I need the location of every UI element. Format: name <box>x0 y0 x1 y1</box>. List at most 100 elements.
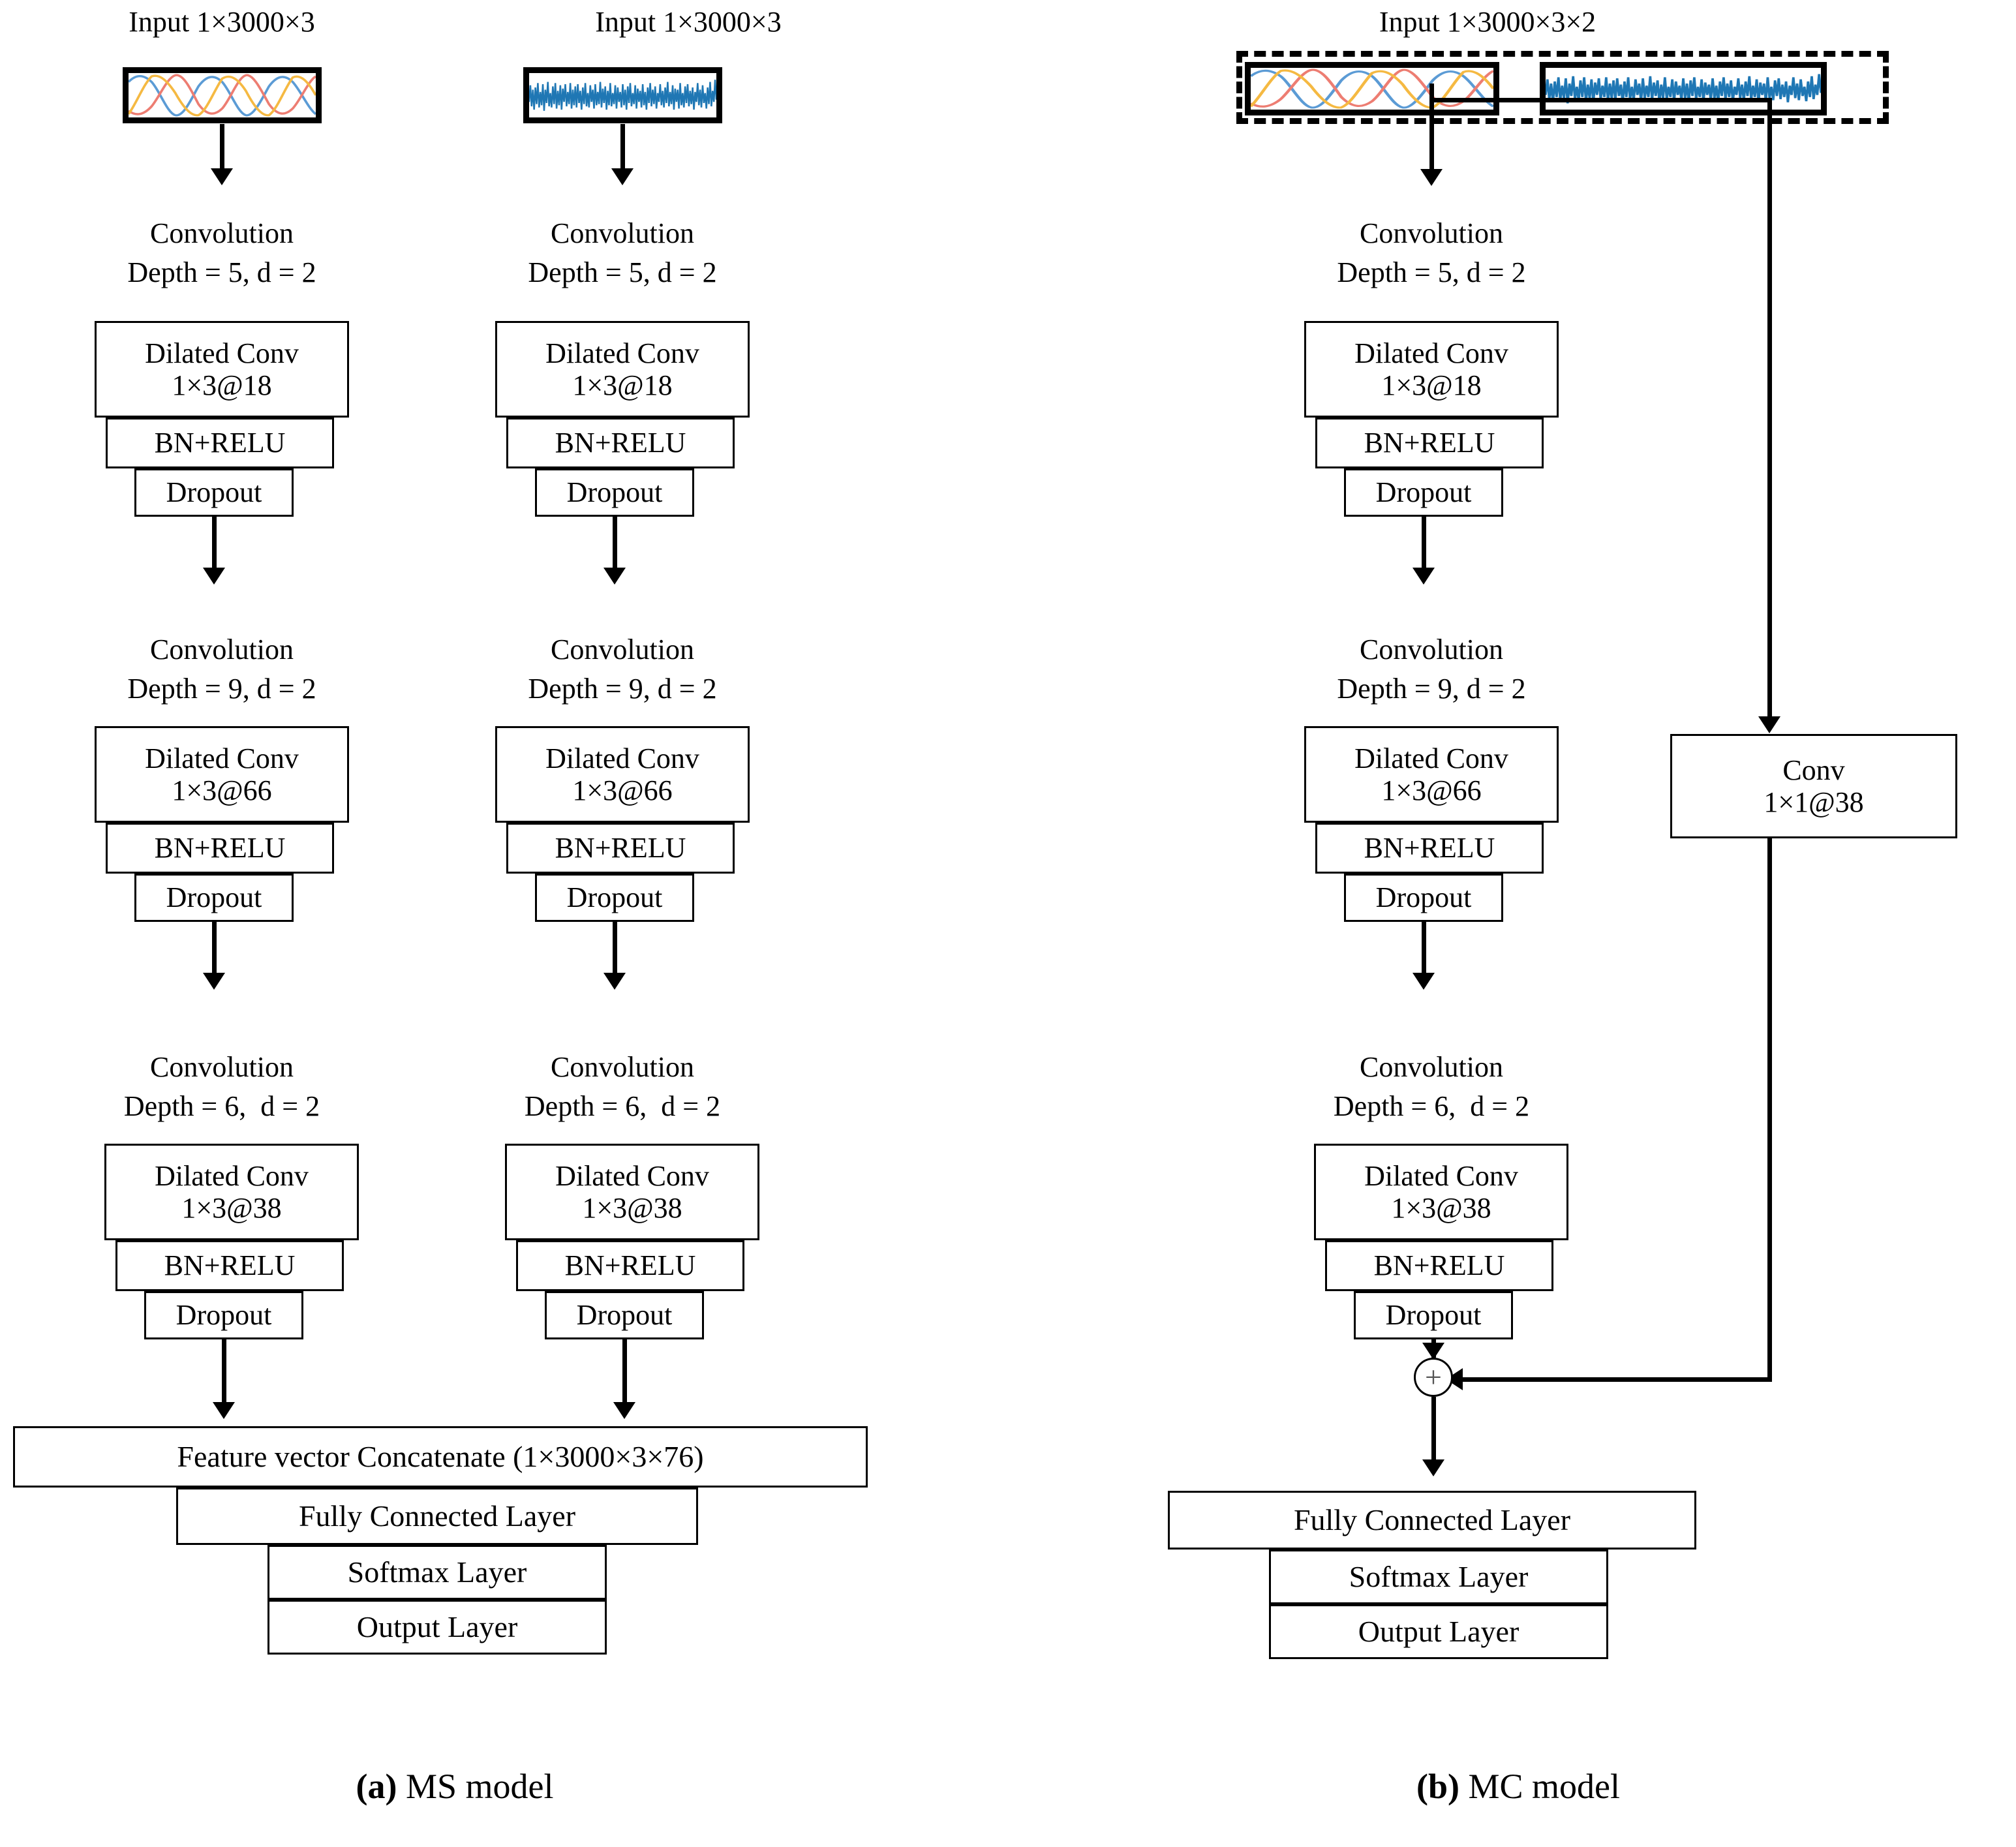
dilated-conv-label-s3-mc: Dilated Conv <box>1364 1159 1518 1192</box>
arrowhead-s3-to-concat-b2 <box>613 1402 635 1419</box>
dilated-conv-box-s3-mc[interactable]: Dilated Conv 1×3@38 <box>1314 1144 1568 1240</box>
arrowhead-s1-to-s2-mc <box>1413 568 1435 585</box>
feature-concat-box[interactable]: Feature vector Concatenate (1×3000×3×76) <box>13 1426 868 1488</box>
bn-relu-label-s3-b1: BN+RELU <box>164 1249 296 1282</box>
softmax-box-a[interactable]: Softmax Layer <box>267 1545 607 1600</box>
bn-relu-label-s1-mc: BN+RELU <box>1364 427 1495 459</box>
bn-relu-box-s2-b1[interactable]: BN+RELU <box>106 823 334 874</box>
dropout-box-s2-b1[interactable]: Dropout <box>134 874 294 922</box>
arrowhead-skip-to-conv1x1 <box>1758 716 1780 733</box>
input-signal-mc-temporal <box>1540 62 1827 115</box>
dropout-label-s1-b2: Dropout <box>566 476 663 509</box>
dilated-conv-box-s1-b2[interactable]: Dilated Conv 1×3@18 <box>495 321 750 418</box>
input-signal-spectral <box>123 67 322 123</box>
arrowhead-temporal-input-to-conv1 <box>611 168 634 185</box>
fully-connected-label-a: Fully Connected Layer <box>298 1499 576 1533</box>
dropout-box-s2-b2[interactable]: Dropout <box>535 874 694 922</box>
arrow-line-merge-to-fc-mc <box>1431 1397 1436 1462</box>
arrowhead-s1-to-s2-b2 <box>603 568 626 585</box>
dilated-conv-shape-s3-b2: 1×3@38 <box>582 1192 682 1224</box>
input-label-mc: Input 1×3000×3×2 <box>1379 6 1596 38</box>
arrow-line-temporal-input-to-conv1 <box>620 124 625 171</box>
caption-panel-a: (a) MS model <box>117 1726 757 1847</box>
dilated-conv-box-s1-mc[interactable]: Dilated Conv 1×3@18 <box>1304 321 1559 418</box>
skip-line-vertical-down <box>1767 98 1772 719</box>
input-group-dashed-box <box>1236 51 1889 124</box>
feature-concat-label: Feature vector Concatenate (1×3000×3×76) <box>177 1440 704 1474</box>
fully-connected-box-a[interactable]: Fully Connected Layer <box>176 1488 698 1545</box>
conv-params-s2-b1: Depth = 9, d = 2 <box>127 673 316 705</box>
conv-params-s2-b2: Depth = 9, d = 2 <box>528 673 717 705</box>
conv-params-s3-mc: Depth = 6, d = 2 <box>1333 1090 1530 1122</box>
dropout-label-s1-mc: Dropout <box>1375 476 1472 509</box>
dropout-box-s3-mc[interactable]: Dropout <box>1354 1291 1513 1339</box>
dilated-conv-box-s1-b1[interactable]: Dilated Conv 1×3@18 <box>95 321 349 418</box>
dilated-conv-box-s2-mc[interactable]: Dilated Conv 1×3@66 <box>1304 726 1559 823</box>
arrow-line-s2-to-s3-mc <box>1422 922 1426 975</box>
panel-mc-model: Input 1×3000×3×2 Convolution Depth = 5, … <box>1005 0 2016 1816</box>
dropout-label-s2-b2: Dropout <box>566 881 663 914</box>
dropout-box-s2-mc[interactable]: Dropout <box>1344 874 1503 922</box>
arrowhead-s2-to-s3-mc <box>1413 973 1435 990</box>
arrow-line-s1-to-s2-b2 <box>613 517 617 570</box>
dilated-conv-shape-s1-b2: 1×3@18 <box>572 369 673 401</box>
arrow-line-s3-to-concat-b1 <box>222 1339 226 1405</box>
conv-params-s2-mc: Depth = 9, d = 2 <box>1337 673 1526 705</box>
bn-relu-box-s1-b2[interactable]: BN+RELU <box>506 418 735 468</box>
multi-sine-plot-mc <box>1251 69 1493 109</box>
conv-title-s1-mc: Convolution <box>1359 217 1504 249</box>
bn-relu-box-s3-b1[interactable]: BN+RELU <box>115 1240 344 1291</box>
merge-add-icon: + <box>1414 1358 1453 1397</box>
conv-params-s1-b1: Depth = 5, d = 2 <box>127 256 316 288</box>
dropout-box-s3-b1[interactable]: Dropout <box>144 1291 303 1339</box>
input-signal-temporal <box>523 67 722 123</box>
skip-conv-box[interactable]: Conv 1×1@38 <box>1670 734 1957 838</box>
dilated-conv-box-s3-b1[interactable]: Dilated Conv 1×3@38 <box>104 1144 359 1240</box>
arrow-line-s3-to-concat-b2 <box>622 1339 627 1405</box>
dilated-conv-label-s2-b2: Dilated Conv <box>545 742 699 774</box>
dilated-conv-box-s2-b2[interactable]: Dilated Conv 1×3@66 <box>495 726 750 823</box>
conv-title-s3-b2: Convolution <box>550 1051 695 1083</box>
output-layer-label-b: Output Layer <box>1358 1615 1520 1649</box>
dilated-conv-box-s3-b2[interactable]: Dilated Conv 1×3@38 <box>505 1144 759 1240</box>
conv-title-s3-mc: Convolution <box>1359 1051 1504 1083</box>
conv-title-s3-b1: Convolution <box>149 1051 294 1083</box>
dropout-label-s2-b1: Dropout <box>166 881 262 914</box>
dropout-box-s1-b2[interactable]: Dropout <box>535 468 694 517</box>
dropout-label-s3-mc: Dropout <box>1385 1299 1482 1332</box>
fully-connected-box-b[interactable]: Fully Connected Layer <box>1168 1491 1696 1549</box>
dropout-box-s3-b2[interactable]: Dropout <box>545 1291 704 1339</box>
conv-title-s1-b2: Convolution <box>550 217 695 249</box>
bn-relu-box-s3-b2[interactable]: BN+RELU <box>516 1240 744 1291</box>
softmax-box-b[interactable]: Softmax Layer <box>1269 1549 1608 1604</box>
arrowhead-s3-to-concat-b1 <box>213 1402 235 1419</box>
bn-relu-box-s1-mc[interactable]: BN+RELU <box>1315 418 1544 468</box>
arrowhead-s2-to-s3-b1 <box>203 973 225 990</box>
dilated-conv-box-s2-b1[interactable]: Dilated Conv 1×3@66 <box>95 726 349 823</box>
dilated-conv-label-s2-b1: Dilated Conv <box>145 742 299 774</box>
caption-text-a: MS model <box>397 1767 554 1806</box>
bn-relu-label-s1-b1: BN+RELU <box>154 427 286 459</box>
dropout-box-s1-b1[interactable]: Dropout <box>134 468 294 517</box>
dilated-conv-shape-s1-mc: 1×3@18 <box>1381 369 1482 401</box>
arrowhead-s3-to-merge-mc <box>1422 1343 1444 1360</box>
input-signal-mc-spectral <box>1245 62 1499 115</box>
arrow-line-s2-to-s3-b2 <box>613 922 617 975</box>
dropout-box-s1-mc[interactable]: Dropout <box>1344 468 1503 517</box>
output-layer-box-a[interactable]: Output Layer <box>267 1600 607 1655</box>
bn-relu-box-s1-b1[interactable]: BN+RELU <box>106 418 334 468</box>
merge-add-symbol: + <box>1425 1360 1442 1394</box>
noisy-signal-plot <box>529 80 716 111</box>
conv-params-s3-b2: Depth = 6, d = 2 <box>524 1090 721 1122</box>
conv-params-s3-b1: Depth = 6, d = 2 <box>123 1090 320 1122</box>
caption-text-b: MC model <box>1459 1767 1620 1806</box>
dilated-conv-label-s3-b2: Dilated Conv <box>555 1159 709 1192</box>
arrow-line-s2-to-s3-b1 <box>212 922 217 975</box>
bn-relu-box-s2-b2[interactable]: BN+RELU <box>506 823 735 874</box>
output-layer-box-b[interactable]: Output Layer <box>1269 1604 1608 1659</box>
dilated-conv-label-s1-mc: Dilated Conv <box>1354 337 1508 369</box>
bn-relu-box-s3-mc[interactable]: BN+RELU <box>1325 1240 1553 1291</box>
input-label-temporal: Input 1×3000×3 <box>595 6 782 38</box>
bn-relu-label-s2-b1: BN+RELU <box>154 832 286 864</box>
bn-relu-box-s2-mc[interactable]: BN+RELU <box>1315 823 1544 874</box>
